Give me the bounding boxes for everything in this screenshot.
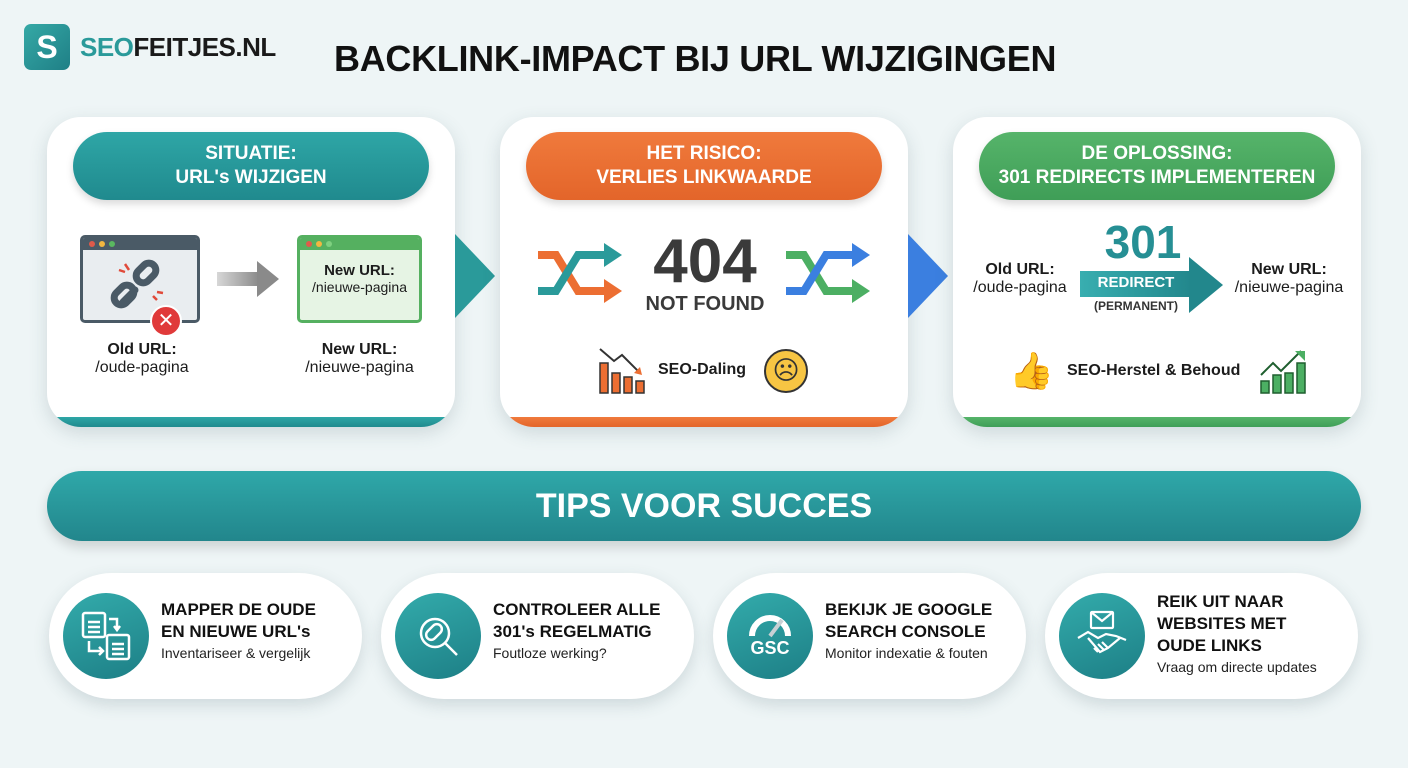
tip-title: EN NIEUWE URL's: [161, 622, 311, 641]
tip-title: WEBSITES MET: [1157, 614, 1287, 633]
gsc-gauge-icon: GSC: [727, 593, 813, 679]
header-line2: VERLIES LINKWAARDE: [596, 167, 812, 188]
new-browser-icon: New URL: /nieuwe-pagina: [297, 235, 422, 323]
tip-card-search-console: GSC BEKIJK JE GOOGLE SEARCH CONSOLE Moni…: [713, 573, 1026, 699]
tips-banner: TIPS VOOR SUCCES: [47, 471, 1361, 541]
card-bottom-bar: [500, 417, 908, 427]
seo-recovery-label: SEO-Herstel & Behoud: [1067, 362, 1241, 379]
sad-face-icon: ☹: [764, 349, 808, 393]
error-code-label: NOT FOUND: [645, 293, 765, 315]
right-arrow-icon: [217, 272, 259, 286]
new-url-label: New URL:: [321, 341, 398, 358]
redirect-sub-label: (PERMANENT): [1094, 299, 1178, 313]
old-url: Old URL: /oude-pagina: [77, 341, 207, 377]
gsc-label: GSC: [750, 637, 790, 658]
redirect-code: 301: [1104, 216, 1182, 268]
seo-decline-label: SEO-Daling: [658, 361, 747, 378]
right-arrow-head: [257, 261, 279, 297]
tip-subtitle: Monitor indexatie & fouten: [825, 645, 988, 661]
new-url-label: New URL:: [1251, 261, 1327, 278]
tip-title: 301's REGELMATIG: [493, 622, 652, 641]
broken-link-icon: [110, 259, 164, 309]
old-url-label: Old URL:: [107, 341, 177, 358]
card-bottom-bar: [953, 417, 1361, 427]
tip-subtitle: Vraag om directe updates: [1157, 659, 1317, 675]
logo-seo: SEO: [80, 31, 134, 62]
error-code: 404: [653, 227, 757, 296]
old-browser-icon: [80, 235, 200, 323]
logo-text: SEOFEITJES.NL: [80, 32, 276, 63]
tip-subtitle: Inventariseer & vergelijk: [161, 645, 311, 661]
old-url-label: Old URL:: [985, 261, 1055, 278]
flow-arrow-1: [455, 234, 495, 318]
header-line2: URL's WIJZIGEN: [175, 167, 327, 188]
tip-subtitle: Foutloze werking?: [493, 645, 607, 661]
tip-title: SEARCH CONSOLE: [825, 622, 986, 641]
header-line1: HET RISICO:: [646, 143, 762, 164]
card-bottom-bar: [47, 417, 455, 427]
redirect-arrow-head: [1189, 257, 1223, 313]
url-mapping-icon: [63, 593, 149, 679]
header-line2: 301 REDIRECTS IMPLEMENTEREN: [998, 167, 1316, 188]
tip-card-mapping: MAPPER DE OUDE EN NIEUWE URL's Inventari…: [49, 573, 362, 699]
tip-title: MAPPER DE OUDE: [161, 600, 316, 619]
flow-arrow-2: [908, 234, 948, 318]
thumbs-up-icon: 👍: [1009, 350, 1054, 391]
logo-rest: FEITJES.NL: [133, 31, 276, 62]
declining-chart-icon: [599, 348, 645, 394]
tip-card-check-redirects: CONTROLEER ALLE 301's REGELMATIG Foutloz…: [381, 573, 694, 699]
browser-new-path: /nieuwe-pagina: [312, 279, 407, 295]
logo: S SEOFEITJES.NL: [24, 24, 276, 70]
shuffle-arrows-icon: [786, 243, 870, 303]
new-url-path: /nieuwe-pagina: [1234, 279, 1344, 296]
header-line1: DE OPLOSSING:: [1081, 143, 1233, 164]
tip-card-outreach: REIK UIT NAAR WEBSITES MET OUDE LINKS Vr…: [1045, 573, 1358, 699]
card-header: HET RISICO: VERLIES LINKWAARDE: [526, 132, 882, 200]
tip-title: OUDE LINKS: [1157, 636, 1262, 655]
new-url-path: /nieuwe-pagina: [305, 359, 414, 376]
redirect-arrow-icon: [1080, 271, 1192, 297]
logo-mark: S: [24, 24, 70, 70]
browser-new-label: New URL:: [324, 262, 395, 279]
tip-title: CONTROLEER ALLE: [493, 600, 661, 619]
card-solution: DE OPLOSSING: 301 REDIRECTS IMPLEMENTERE…: [953, 117, 1361, 427]
new-url: New URL: /nieuwe-pagina: [287, 341, 432, 377]
tip-title: BEKIJK JE GOOGLE: [825, 600, 993, 619]
card-risk: HET RISICO: VERLIES LINKWAARDE 404 NOT F…: [500, 117, 908, 427]
page-title: BACKLINK-IMPACT BIJ URL WIJZIGINGEN: [334, 38, 1057, 79]
tip-title: REIK UIT NAAR: [1157, 592, 1284, 611]
new-url: New URL: /nieuwe-pagina: [1229, 261, 1349, 297]
old-url-path: /oude-pagina: [95, 359, 189, 376]
error-x-icon: ✕: [150, 305, 182, 337]
card-header: SITUATIE: URL's WIJZIGEN: [73, 132, 429, 200]
card-situation: SITUATIE: URL's WIJZIGEN ✕ New URL: /nie…: [47, 117, 455, 427]
growth-chart-icon: [1260, 350, 1306, 394]
handshake-mail-icon: [1059, 593, 1145, 679]
old-url: Old URL: /oude-pagina: [965, 261, 1075, 297]
redirect-label: REDIRECT: [1097, 274, 1175, 291]
old-url-path: /oude-pagina: [973, 279, 1067, 296]
card-header: DE OPLOSSING: 301 REDIRECTS IMPLEMENTERE…: [979, 132, 1335, 200]
header-line1: SITUATIE:: [205, 143, 297, 164]
shuffle-arrows-icon: [538, 243, 622, 303]
link-magnifier-icon: [395, 593, 481, 679]
